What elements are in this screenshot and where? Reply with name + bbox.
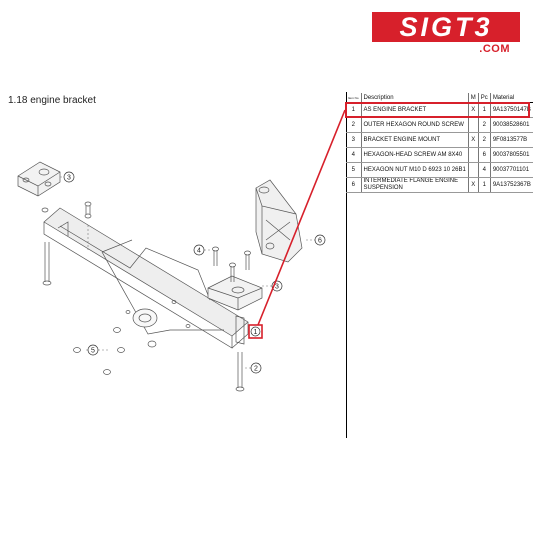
callout-3-lower[interactable]: 3: [271, 280, 283, 292]
row-pos: 6: [346, 177, 362, 193]
callout-2[interactable]: 2: [250, 362, 262, 374]
selected-row-highlight: [345, 102, 530, 118]
callout-5[interactable]: 5: [87, 344, 99, 356]
svg-text:5: 5: [91, 348, 95, 355]
table-row[interactable]: 4 HEXAGON-HEAD SCREW AM 8X40 6 900378055…: [346, 147, 533, 163]
row-pc: 4: [478, 162, 491, 178]
row-description: HEXAGON NUT M10 D 6923 10 26B1: [361, 162, 469, 178]
row-pos: 2: [346, 117, 362, 133]
row-description: OUTER HEXAGON ROUND SCREW: [361, 117, 469, 133]
table-row[interactable]: 3 BRACKET ENGINE MOUNT X 2 9F0813577B: [346, 132, 533, 148]
row-material: 9F0813577B: [490, 132, 533, 148]
page-title: 1.18 engine bracket: [8, 95, 96, 106]
logo-domain: .COM: [479, 43, 510, 55]
table-row[interactable]: 6 INTERMEDIATE FLANGE ENGINE SUSPENSION …: [346, 177, 533, 193]
row-m: X: [468, 177, 479, 193]
row-m: [468, 117, 479, 133]
row-material: 90037805501: [490, 147, 533, 163]
svg-text:1: 1: [254, 329, 258, 336]
bracket-engine-mount-upper: [17, 161, 61, 197]
logo-mark: SIGT3: [372, 12, 520, 42]
row-m: [468, 162, 479, 178]
intermediate-flange: [255, 179, 303, 263]
svg-text:2: 2: [254, 366, 258, 373]
row-m: [468, 147, 479, 163]
engine-bracket-frame: [43, 207, 249, 349]
table-divider: [346, 92, 347, 438]
bolts-upper-left: [41, 201, 92, 219]
row-material: 90038528601: [490, 117, 533, 133]
bracket-engine-mount-lower: [207, 275, 263, 311]
row-pc: 6: [478, 147, 491, 163]
brand-logo[interactable]: SIGT3 .COM: [372, 12, 524, 56]
svg-text:SIGT3: SIGT3: [399, 12, 492, 42]
svg-text:4: 4: [197, 248, 201, 255]
round-screw-left: [42, 242, 52, 286]
row-pc: 2: [478, 117, 491, 133]
row-pc: 2: [478, 132, 491, 148]
table-row[interactable]: 5 HEXAGON NUT M10 D 6923 10 26B1 4 90037…: [346, 162, 533, 178]
callout-6[interactable]: 6: [314, 234, 326, 246]
row-pc: 1: [478, 177, 491, 193]
row-description: INTERMEDIATE FLANGE ENGINE SUSPENSION: [361, 177, 469, 193]
row-description: HEXAGON-HEAD SCREW AM 8X40: [361, 147, 469, 163]
callout-3-upper[interactable]: 3: [63, 171, 75, 183]
row-m: X: [468, 132, 479, 148]
round-screw-right: [235, 352, 245, 392]
row-description: BRACKET ENGINE MOUNT: [361, 132, 469, 148]
svg-text:3: 3: [275, 284, 279, 291]
svg-text:3: 3: [67, 175, 71, 182]
callout-4[interactable]: 4: [193, 244, 205, 256]
row-pos: 4: [346, 147, 362, 163]
row-material: 9A13752367B: [490, 177, 533, 193]
row-pos: 3: [346, 132, 362, 148]
table-row[interactable]: 2 OUTER HEXAGON ROUND SCREW 2 9003852860…: [346, 117, 533, 133]
callout-1-selected[interactable]: 1: [248, 324, 263, 339]
hexagon-head-screws: [212, 246, 251, 282]
row-material: 90037701101: [490, 162, 533, 178]
row-pos: 5: [346, 162, 362, 178]
hexagon-nuts: [73, 327, 125, 375]
exploded-diagram: 3 4 6 3 5 2 1: [17, 161, 326, 392]
svg-text:6: 6: [318, 238, 322, 245]
